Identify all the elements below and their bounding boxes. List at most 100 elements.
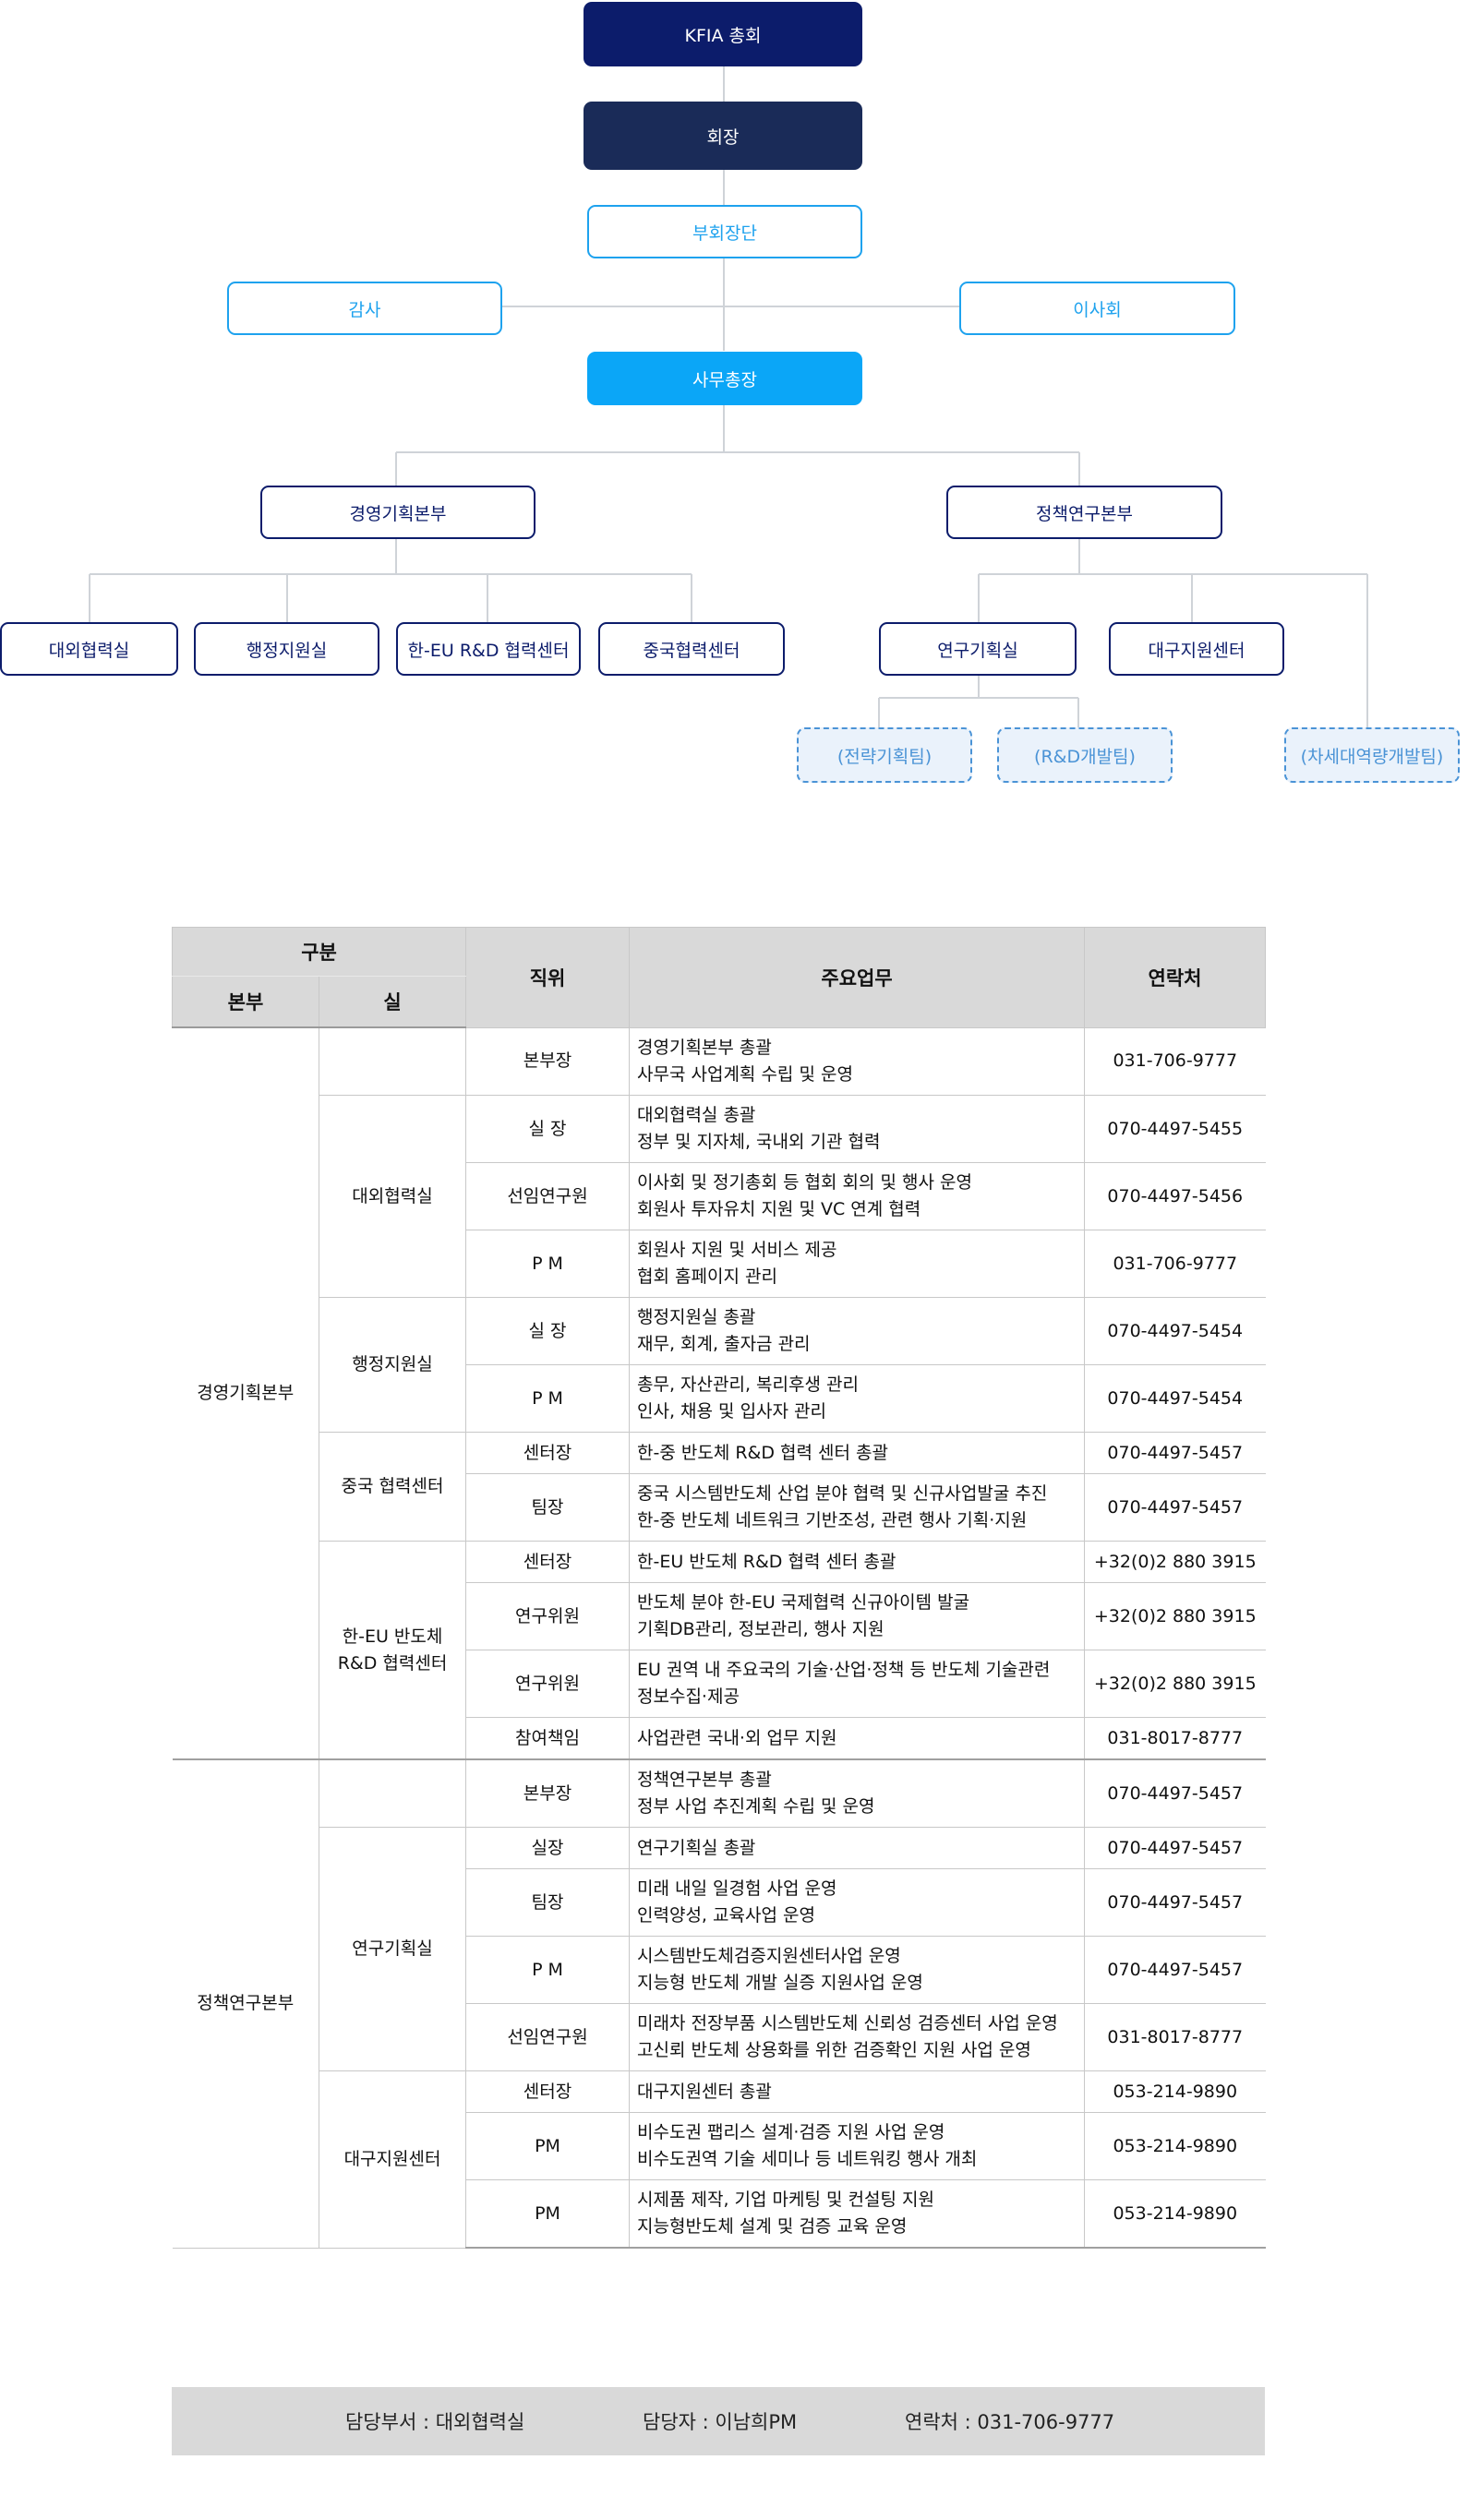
- cell-contact: 070-4497-5457: [1084, 1936, 1266, 2004]
- cell-duties: 한-EU 반도체 R&D 협력 센터 총괄: [629, 1541, 1086, 1583]
- cell-contact: +32(0)2 880 3915: [1084, 1541, 1266, 1583]
- office-external-node: 대외협력실: [0, 622, 178, 676]
- cell-contact: 031-8017-8777: [1084, 1717, 1266, 1760]
- cell-office: 연구기획실: [318, 1827, 467, 2071]
- duty-line: 지능형반도체 설계 및 검증 교육 운영: [637, 2216, 908, 2237]
- duty-line: 총무, 자산관리, 복리후생 관리: [637, 1374, 859, 1395]
- cell-position: 선임연구원: [465, 2003, 631, 2071]
- footer-person: 담당자 : 이남희PM: [643, 2411, 798, 2433]
- duty-line: 연구기획실 총괄: [637, 1837, 756, 1858]
- team-rnd-node: (R&D개발팀): [997, 727, 1173, 783]
- duty-line: 반도체 분야 한-EU 국제협력 신규아이템 발굴: [637, 1592, 970, 1613]
- duty-line: 고신뢰 반도체 상용화를 위한 검증확인 지원 사업 운영: [637, 2040, 1031, 2060]
- cell-contact: 031-706-9777: [1084, 1026, 1266, 1096]
- duty-line: 한-중 반도체 R&D 협력 센터 총괄: [637, 1442, 888, 1463]
- duty-line: 이사회 및 정기총회 등 협회 회의 및 행사 운영: [637, 1172, 972, 1193]
- cell-contact: 070-4497-5456: [1084, 1162, 1266, 1230]
- footer-department: 담당부서 : 대외협력실: [345, 2411, 525, 2433]
- duty-line: 협회 홈페이지 관리: [637, 1266, 777, 1287]
- duty-line: 사무국 사업계획 수립 및 운영: [637, 1063, 853, 1085]
- president-node: 회장: [584, 102, 862, 170]
- duty-line: 미래차 전장부품 시스템반도체 신뢰성 검증센터 사업 운영: [637, 2013, 1058, 2034]
- duty-line: 비수도권역 기술 세미나 등 네트워킹 행사 개최: [637, 2149, 978, 2169]
- duty-line: 기획DB관리, 정보관리, 행사 지원: [637, 1619, 884, 1639]
- cell-office: [318, 1026, 467, 1096]
- cell-contact: 070-4497-5454: [1084, 1364, 1266, 1433]
- cell-position: 연구위원: [465, 1650, 631, 1718]
- contact-footer: 담당부서 : 대외협력실 담당자 : 이남희PM 연락처 : 031-706-9…: [172, 2387, 1265, 2455]
- duty-line: 정보수집·제공: [637, 1686, 740, 1707]
- office-china-center-node: 중국협력센터: [598, 622, 785, 676]
- cell-duties: 사업관련 국내·외 업무 지원: [629, 1717, 1086, 1760]
- cell-position: 팀장: [465, 1473, 631, 1542]
- cell-position: PM: [465, 2112, 631, 2180]
- duty-line: 한-중 반도체 네트워크 기반조성, 관련 행사 기획·지원: [637, 1510, 1028, 1530]
- header-contact: 연락처: [1084, 927, 1267, 1028]
- duty-line: 한-EU 반도체 R&D 협력 센터 총괄: [637, 1551, 896, 1572]
- cell-office: 대구지원센터: [318, 2070, 467, 2249]
- cell-contact: 070-4497-5457: [1084, 1868, 1266, 1937]
- duty-line: 경영기획본부 총괄: [637, 1037, 772, 1058]
- duty-line: 사업관련 국내·외 업무 지원: [637, 1727, 837, 1748]
- cell-contact: 070-4497-5455: [1084, 1095, 1266, 1163]
- office-eu-center-node: 한-EU R&D 협력센터: [396, 622, 581, 676]
- board-node: 이사회: [959, 282, 1235, 335]
- office-admin-node: 행정지원실: [194, 622, 379, 676]
- duty-line: 시스템반도체검증지원센터사업 운영: [637, 1946, 901, 1966]
- duty-line: 정책연구본부 총괄: [637, 1770, 772, 1790]
- duty-line: 행정지원실 총괄: [637, 1307, 756, 1327]
- duty-line: 시제품 제작, 기업 마케팅 및 컨설팅 지원: [637, 2190, 934, 2210]
- header-group: 구분: [171, 927, 467, 977]
- duty-line: 미래 내일 일경험 사업 운영: [637, 1878, 837, 1899]
- cell-position: 실 장: [465, 1297, 631, 1365]
- cell-position: P M: [465, 1230, 631, 1298]
- duty-line: 비수도권 팹리스 설계·검증 지원 사업 운영: [637, 2122, 945, 2142]
- cell-division: 정책연구본부: [172, 1758, 319, 2249]
- team-strategy-node: (전략기획팀): [797, 727, 972, 783]
- cell-position: 실 장: [465, 1095, 631, 1163]
- secretary-general-node: 사무총장: [587, 352, 862, 405]
- header-division: 본부: [172, 976, 319, 1028]
- cell-contact: 053-214-9890: [1084, 2070, 1266, 2113]
- org-connector-lines: [89, 65, 1368, 727]
- org-chart: KFIA 총회 회장 부회장단 감사 이사회 사무총장 경영기획본부 정책연구본…: [0, 0, 1468, 812]
- vice-presidents-node: 부회장단: [587, 205, 862, 258]
- cell-position: 연구위원: [465, 1582, 631, 1650]
- cell-position: 본부장: [465, 1758, 631, 1828]
- cell-duties: 한-중 반도체 R&D 협력 센터 총괄: [629, 1432, 1086, 1474]
- cell-position: PM: [465, 2179, 631, 2249]
- header-duties: 주요업무: [629, 927, 1086, 1028]
- duty-line: 회원사 지원 및 서비스 제공: [637, 1240, 837, 1260]
- duty-line: 대구지원센터 총괄: [637, 2081, 772, 2102]
- cell-position: P M: [465, 1936, 631, 2004]
- cell-contact: 053-214-9890: [1084, 2179, 1266, 2249]
- cell-position: P M: [465, 1364, 631, 1433]
- cell-position: 실장: [465, 1827, 631, 1869]
- cell-contact: 070-4497-5454: [1084, 1297, 1266, 1365]
- cell-position: 선임연구원: [465, 1162, 631, 1230]
- cell-contact: +32(0)2 880 3915: [1084, 1582, 1266, 1650]
